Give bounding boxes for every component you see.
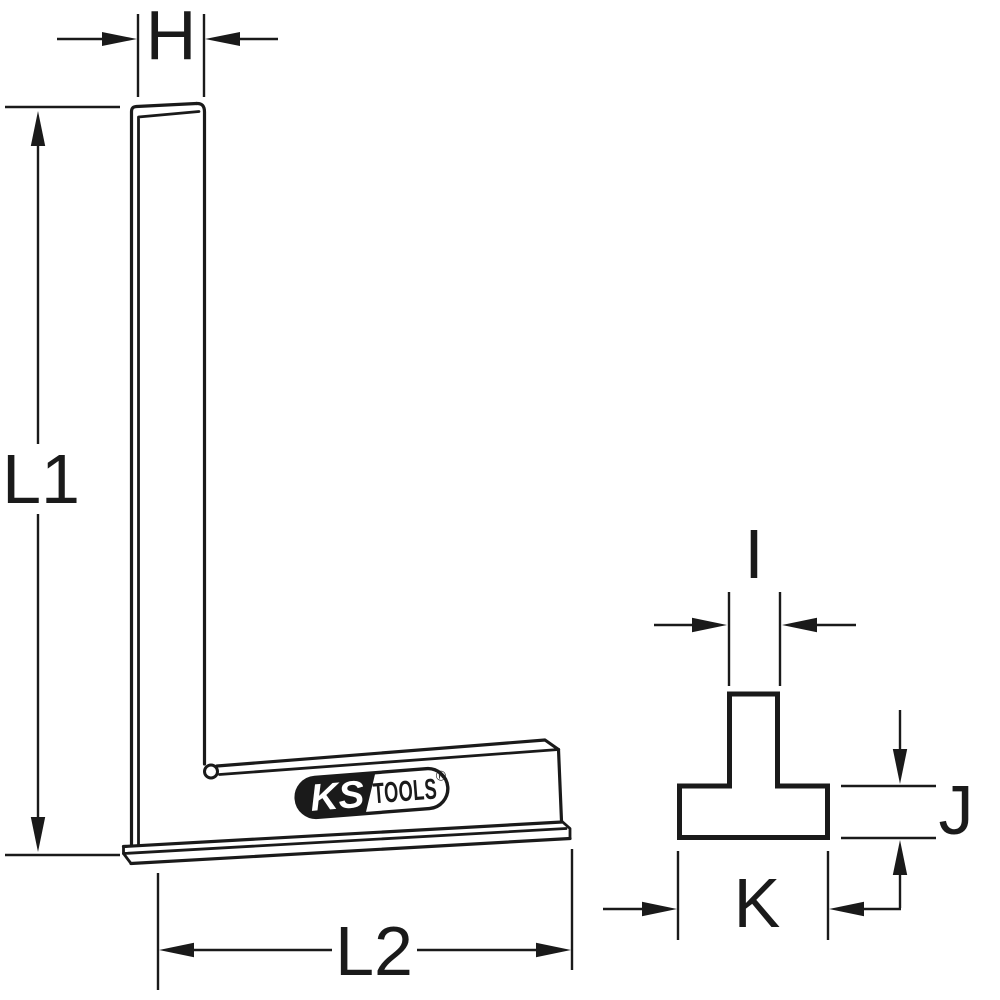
dimension-label-h: H [146, 0, 197, 74]
inner-corner-relief-notch [203, 763, 219, 780]
l2-arrowhead-right [536, 942, 571, 958]
dimension-l1: L1 [2, 105, 120, 857]
base-lip-bottom-edge [129, 836, 572, 866]
dimension-label-l1: L1 [2, 440, 80, 518]
k-arrowhead-right [829, 901, 864, 917]
i-arrowhead-left [692, 617, 727, 633]
base-lip-left-cap [122, 845, 133, 865]
blade-top-right-chamfer [194, 101, 207, 766]
l1-arrowhead-top [30, 111, 46, 146]
logo-registered-mark: ® [435, 767, 447, 784]
dimension-j: J [841, 710, 974, 908]
logo-ks-text: KS [309, 774, 366, 820]
base [121, 738, 572, 866]
j-arrowhead-up [892, 840, 908, 875]
square-front-view: KS TOOLS ® H L1 [2, 0, 574, 990]
blade-left-outer-edge [129, 101, 199, 847]
ks-tools-logo: KS TOOLS ® [294, 766, 450, 820]
base-right-end-edge [556, 747, 564, 823]
h-arrowhead-right [205, 32, 240, 46]
logo-ks-blob [296, 772, 376, 818]
base-lip-right-cap [560, 819, 572, 840]
side-profile-view: I J K [603, 515, 974, 942]
dimension-l2: L2 [156, 849, 574, 990]
i-arrowhead-right [782, 617, 817, 633]
base-bottom-front-edge [121, 820, 564, 849]
dimension-label-j: J [939, 771, 974, 849]
blade-left-inner-edge [137, 110, 201, 847]
l1-arrowhead-bottom [30, 817, 46, 852]
blade [129, 101, 207, 847]
base-top-edge-outer [215, 738, 561, 768]
base-top-edge-inner [218, 748, 560, 776]
dimension-label-i: I [744, 515, 763, 593]
l2-arrowhead-left [159, 942, 194, 958]
dimension-h: H [57, 0, 278, 97]
profile-outline [677, 691, 830, 840]
h-arrowhead-left [102, 32, 137, 46]
dimension-i: I [654, 515, 856, 686]
dimension-label-k: K [734, 864, 781, 942]
k-arrowhead-left [642, 901, 677, 917]
j-arrowhead-down [892, 749, 908, 784]
dimension-k: K [603, 851, 901, 942]
dimension-label-l2: L2 [335, 912, 413, 990]
logo-tools-text: TOOLS [372, 773, 438, 810]
base-lip-top-edge [122, 827, 568, 855]
